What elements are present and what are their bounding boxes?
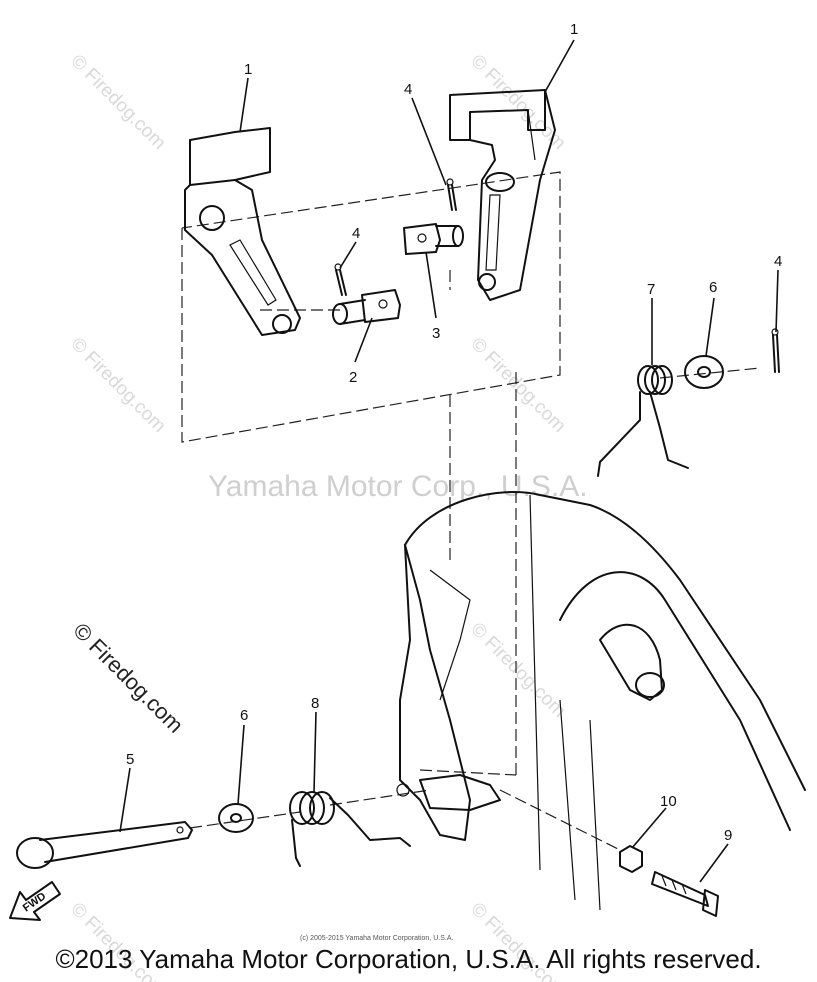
long-pin-part-5: [16, 821, 193, 869]
watermark-firedog: © Firedog.com: [66, 334, 169, 437]
callout-1-left: 1: [244, 61, 252, 78]
callout-10: 10: [660, 793, 677, 810]
small-copyright: (c) 2005-2015 Yamaha Motor Corporation, …: [300, 935, 453, 942]
callout-2: 2: [349, 369, 357, 386]
callout-5: 5: [126, 751, 134, 768]
watermark-firedog-side: © Firedog.com: [68, 618, 188, 738]
watermark-firedog: © Firedog.com: [466, 334, 569, 437]
assembly-lines: [181, 171, 761, 851]
callout-4-right: 4: [774, 253, 782, 270]
fwd-arrow: FWD: [9, 881, 61, 921]
pin-part-3: [403, 223, 464, 255]
callout-numbers: 1 1 2 3 4 4 4 5 6 6 7 8 9 10: [126, 21, 782, 844]
callout-3: 3: [432, 325, 440, 342]
nut-part-10: [619, 845, 643, 873]
callout-9: 9: [724, 827, 732, 844]
bracket-body: [396, 491, 806, 911]
watermark-yamaha: Yamaha Motor Corp., U.S.A.: [208, 470, 588, 503]
spring-part-8: [289, 791, 411, 867]
callout-1-right: 1: [570, 21, 578, 38]
lever-right-part-1: [449, 89, 556, 301]
lever-left-part-1: [184, 127, 301, 336]
washer-part-6-lower: [218, 803, 254, 833]
spring-part-7: [597, 365, 689, 477]
callout-7: 7: [647, 281, 655, 298]
cotter-pins-part-4: [334, 178, 780, 373]
callout-8: 8: [311, 695, 319, 712]
copyright-notice: ©2013 Yamaha Motor Corporation, U.S.A. A…: [55, 944, 762, 974]
bolt-part-9: [651, 871, 719, 917]
washer-part-6-upper: [684, 355, 724, 389]
callout-4-top: 4: [404, 81, 412, 98]
callout-6-lower: 6: [240, 707, 248, 724]
leader-lines: [119, 39, 779, 883]
callout-4-middle: 4: [352, 225, 360, 242]
watermark-firedog: © Firedog.com: [466, 619, 569, 722]
callout-6-upper: 6: [709, 279, 717, 296]
pin-part-2: [332, 289, 401, 325]
watermark-firedog: © Firedog.com: [466, 51, 569, 154]
watermark-firedog: © Firedog.com: [66, 51, 169, 154]
